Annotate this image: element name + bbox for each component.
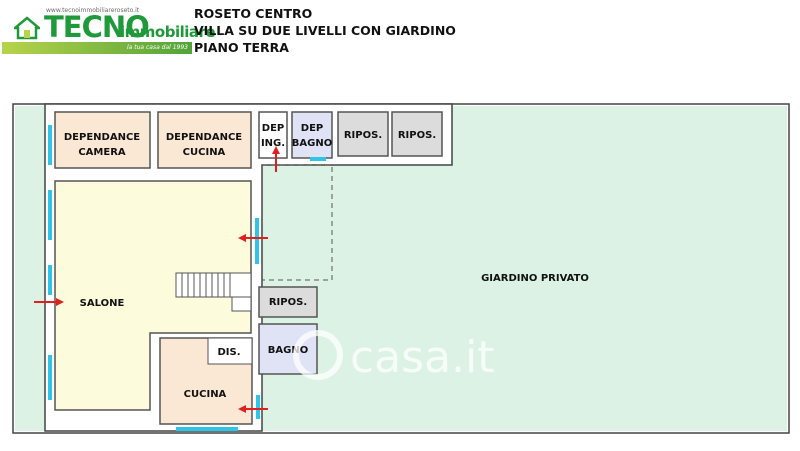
room-dep-ing [258,111,288,159]
label-ripos-3: RIPOS. [269,297,307,308]
room-dependance-cucina [157,111,252,169]
floor-title: PIANO TERRA [194,40,289,55]
logo-bar [2,42,192,54]
label-dep-ing-1: DEP [262,123,284,134]
garden-strip-left [15,106,45,431]
watermark: casa.it [293,330,495,383]
label-dep-bagno-2: BAGNO [292,138,332,149]
label-ripos-1: RIPOS. [344,130,382,141]
label-dependance-cucina-2: CUCINA [183,147,226,158]
windows [48,125,326,431]
label-giardino: GIARDINO PRIVATO [481,273,589,284]
room-ripos-3 [258,286,318,318]
entry-arrows [34,146,280,413]
label-dis: DIS. [217,347,240,358]
label-dep-bagno-1: DEP [301,123,323,134]
label-salone: SALONE [80,298,125,309]
room-ripos-1 [337,111,389,157]
room-ripos-2 [391,111,443,157]
label-dependance-camera-1: DEPENDANCE [64,132,140,143]
label-dependance-camera-2: CAMERA [78,147,126,158]
room-bagno [258,323,318,375]
header: www.tecnoimmobiliareroseto.it TECNO immo… [0,0,800,60]
logo-url: www.tecnoimmobiliareroseto.it [46,7,140,14]
logo-tagline: la tua casa dal 1993 [126,44,188,51]
staircase [175,272,252,312]
room-dependance-camera [54,111,151,169]
label-bagno: BAGNO [268,345,308,356]
location-title: ROSETO CENTRO [194,6,313,21]
label-dependance-cucina-1: DEPENDANCE [166,132,242,143]
logo-brand-main: TECNO [44,10,150,44]
label-ripos-2: RIPOS. [398,130,436,141]
garden-area [262,165,787,431]
property-title: VILLA SU DUE LIVELLI CON GIARDINO [194,23,456,38]
label-cucina: CUCINA [184,389,227,400]
porch-outline [262,164,333,281]
room-salone [54,180,252,411]
agency-logo[interactable]: www.tecnoimmobiliareroseto.it TECNO immo… [2,2,216,56]
garden-area-top [452,106,787,166]
logo-brand-sub: immobiliare [120,23,216,41]
room-dep-bagno [291,111,333,159]
watermark-text: casa.it [350,332,495,383]
label-dep-ing-2: ING. [261,138,285,149]
house-icon [14,16,40,40]
room-dis [207,337,253,365]
